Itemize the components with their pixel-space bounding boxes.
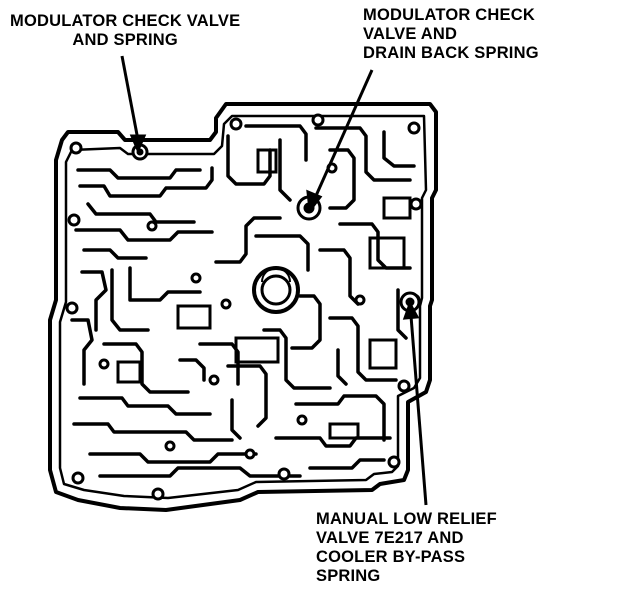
callout-line: SPRING	[316, 567, 381, 585]
callout-line: MODULATOR CHECK	[363, 6, 535, 24]
leader-line-left	[120, 55, 140, 141]
leader-lines	[120, 55, 428, 506]
plate-outer-edge	[48, 102, 438, 512]
callout-line: COOLER BY-PASS	[316, 548, 466, 566]
bolt-holes	[65, 113, 423, 501]
callout-line: VALVE AND	[363, 25, 458, 43]
callout-line: AND SPRING	[72, 31, 178, 49]
leader-line-upper-right	[313, 69, 374, 199]
callout-modulator-check-valve-drain-back-spring: MODULATOR CHECK VALVE AND DRAIN BACK SPR…	[363, 6, 539, 63]
central-boss	[252, 266, 300, 314]
passage-pockets	[116, 148, 412, 440]
callout-line: MANUAL LOW RELIEF	[316, 510, 497, 528]
callout-line: MODULATOR CHECK VALVE	[10, 12, 241, 30]
plate-outline	[48, 102, 438, 512]
oil-passages	[70, 124, 416, 478]
leader-line-lower-right	[409, 315, 428, 506]
leader-arrow-left	[129, 134, 147, 154]
callout-modulator-check-valve-and-spring: MODULATOR CHECK VALVE AND SPRING	[10, 12, 240, 50]
leader-arrow-upper-right	[306, 189, 323, 214]
leader-arrow-lower-right	[402, 300, 420, 320]
callout-line: VALVE 7E217 AND	[316, 529, 464, 547]
callout-manual-low-relief-valve: MANUAL LOW RELIEF VALVE 7E217 AND COOLER…	[316, 510, 497, 586]
callout-line: DRAIN BACK SPRING	[363, 44, 539, 62]
plate-inner-bead	[58, 114, 428, 500]
